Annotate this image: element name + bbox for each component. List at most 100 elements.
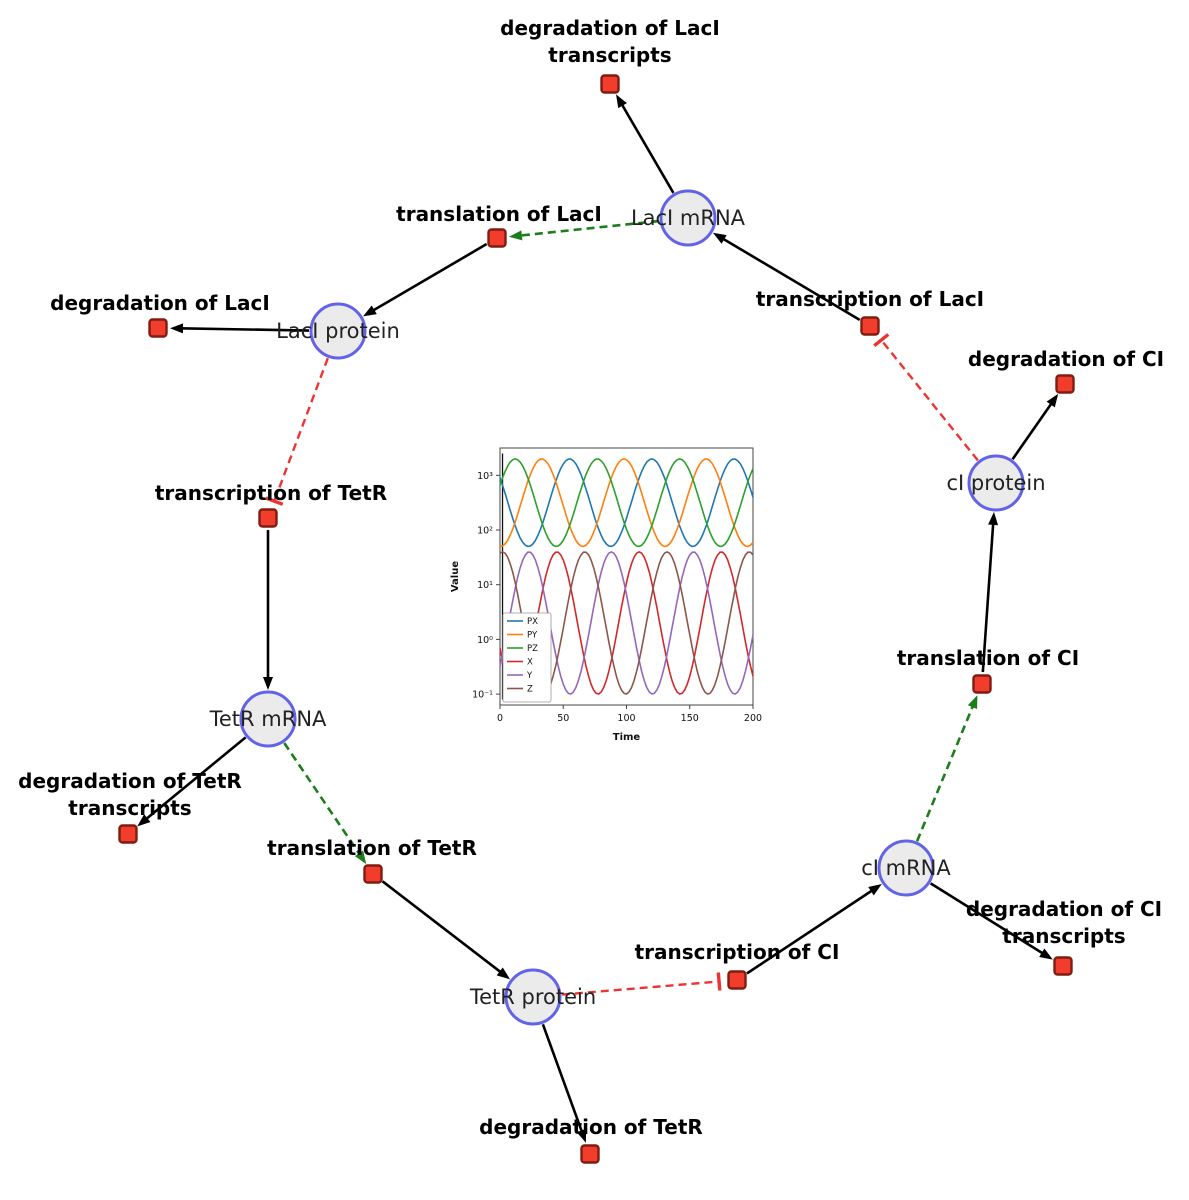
edge-line <box>283 742 363 858</box>
x-axis-label: Time <box>613 732 641 743</box>
reaction-node-transcription_cI <box>727 970 747 990</box>
x-tick-label: 0 <box>497 713 503 724</box>
edge-line <box>746 887 876 975</box>
edge-line <box>143 736 247 822</box>
reaction-label-deg_lacI_tx-line1: degradation of LacI <box>500 16 720 40</box>
reaction-label-deg_cI-line1: degradation of CI <box>968 347 1164 371</box>
legend-label-PZ: PZ <box>527 644 538 654</box>
reaction-node-deg_tetR <box>580 1144 600 1164</box>
arrowhead <box>868 884 882 896</box>
arrowhead <box>967 695 978 710</box>
y-axis-label: Value <box>450 561 461 592</box>
legend-label-Z: Z <box>527 685 533 695</box>
species-label-tetR_protein: TetR protein <box>469 985 596 1009</box>
edge-tetR_protein-transcription_cI <box>561 972 722 996</box>
reaction-label-transcription_tetR-line1: transcription of TetR <box>155 481 387 505</box>
edge-line <box>178 327 310 332</box>
y-tick-label: 10⁰ <box>477 635 493 646</box>
reaction-node-deg_tetR_tx <box>118 824 138 844</box>
arrowhead <box>496 967 511 980</box>
edge-line <box>929 882 1046 956</box>
edge-lacI_protein-deg_lacI <box>169 323 310 334</box>
edge-tetR_mRNA-deg_tetR_tx <box>137 736 247 827</box>
legend-label-PY: PY <box>527 631 538 641</box>
species-label-cI_mRNA: cI mRNA <box>861 856 951 880</box>
arrowhead <box>508 230 523 241</box>
reaction-label-deg_lacI_tx-line2: transcripts <box>548 43 671 67</box>
reaction-node-transcription_tetR <box>258 508 278 528</box>
edge-line <box>381 880 504 975</box>
inhibition-edge-line <box>880 339 979 462</box>
edge-translation_lacI-lacI_protein <box>363 242 488 317</box>
edge-lacI_mRNA-translation_lacI <box>508 219 660 241</box>
reaction-label-deg_tetR_tx-line2: transcripts <box>68 796 191 820</box>
edge-cI_protein-transcription_lacI <box>873 333 979 462</box>
arrowhead <box>1046 393 1059 408</box>
reaction-label-translation_tetR-line1: translation of TetR <box>267 836 477 860</box>
edge-tetR_mRNA-translation_tetR <box>283 742 367 865</box>
reaction-node-deg_cI <box>1055 374 1075 394</box>
inhibition-tee <box>265 496 284 506</box>
edge-line <box>915 702 976 842</box>
edge-line <box>541 1023 585 1135</box>
arrowhead <box>363 305 377 317</box>
edge-line <box>720 236 861 321</box>
arrowhead <box>354 850 367 865</box>
arrowhead <box>137 814 151 827</box>
species-node-cI_protein <box>967 454 1025 512</box>
reaction-label-deg_cI_tx-line1: degradation of CI <box>966 897 1162 921</box>
species-node-tetR_protein <box>504 968 562 1026</box>
edge-line <box>619 101 675 194</box>
edge-transcription_cI-cI_mRNA <box>746 884 882 975</box>
reaction-label-deg_cI_tx-line2: transcripts <box>1002 924 1125 948</box>
chart-series-PY <box>499 458 754 548</box>
arrowhead <box>576 1128 587 1143</box>
edge-tetR_protein-deg_tetR <box>541 1023 587 1143</box>
legend-label-Y: Y <box>526 671 533 681</box>
x-tick-label: 200 <box>744 713 762 724</box>
reaction-node-deg_lacI_tx <box>600 74 620 94</box>
species-node-lacI_mRNA <box>659 189 717 247</box>
species-label-lacI_mRNA: LacI mRNA <box>631 206 746 230</box>
reaction-label-deg_lacI-line1: degradation of LacI <box>50 291 270 315</box>
species-label-tetR_mRNA: TetR mRNA <box>209 707 327 731</box>
edge-cI_protein-deg_cI <box>1011 393 1059 460</box>
inhibition-edge-line <box>273 357 329 502</box>
reaction-node-transcription_lacI <box>860 316 880 336</box>
edge-lacI_mRNA-deg_lacI_tx <box>616 94 675 194</box>
edge-cI_mRNA-translation_cI <box>915 695 978 842</box>
y-tick-label: 10¹ <box>477 580 493 591</box>
edges-layer <box>137 94 1059 1143</box>
edge-line <box>517 219 660 238</box>
arrowhead <box>712 232 727 244</box>
species-label-cI_protein: cI protein <box>946 471 1045 495</box>
species-node-lacI_protein <box>309 302 367 360</box>
reaction-label-transcription_lacI-line1: transcription of LacI <box>756 287 984 311</box>
x-tick-label: 50 <box>557 713 569 724</box>
y-tick-label: 10⁻¹ <box>472 690 493 701</box>
arrowhead <box>169 323 184 334</box>
reaction-node-translation_lacI <box>487 228 507 248</box>
reaction-label-transcription_cI-line1: transcription of CI <box>635 940 840 964</box>
chart-series-PX <box>499 458 754 548</box>
species-label-lacI_protein: LacI protein <box>276 319 400 343</box>
edge-cI_mRNA-deg_cI_tx <box>929 882 1053 960</box>
reaction-label-deg_tetR-line1: degradation of TetR <box>479 1115 703 1139</box>
y-tick-label: 10² <box>477 526 493 537</box>
reaction-label-translation_cI-line1: translation of CI <box>897 646 1079 670</box>
legend-label-PX: PX <box>527 617 538 627</box>
inhibition-tee <box>873 333 890 347</box>
chart-series-Y <box>499 551 754 695</box>
edge-line <box>370 242 488 313</box>
species-node-tetR_mRNA <box>239 690 297 748</box>
edge-transcription_lacI-lacI_mRNA <box>712 232 861 321</box>
chart-series-X <box>499 551 754 695</box>
edge-line <box>1011 400 1055 460</box>
arrowhead <box>988 511 999 526</box>
arrowhead <box>1039 948 1053 960</box>
reaction-node-translation_tetR <box>363 864 383 884</box>
edge-translation_cI-cI_protein <box>981 511 999 673</box>
edge-translation_tetR-tetR_protein <box>381 880 511 980</box>
